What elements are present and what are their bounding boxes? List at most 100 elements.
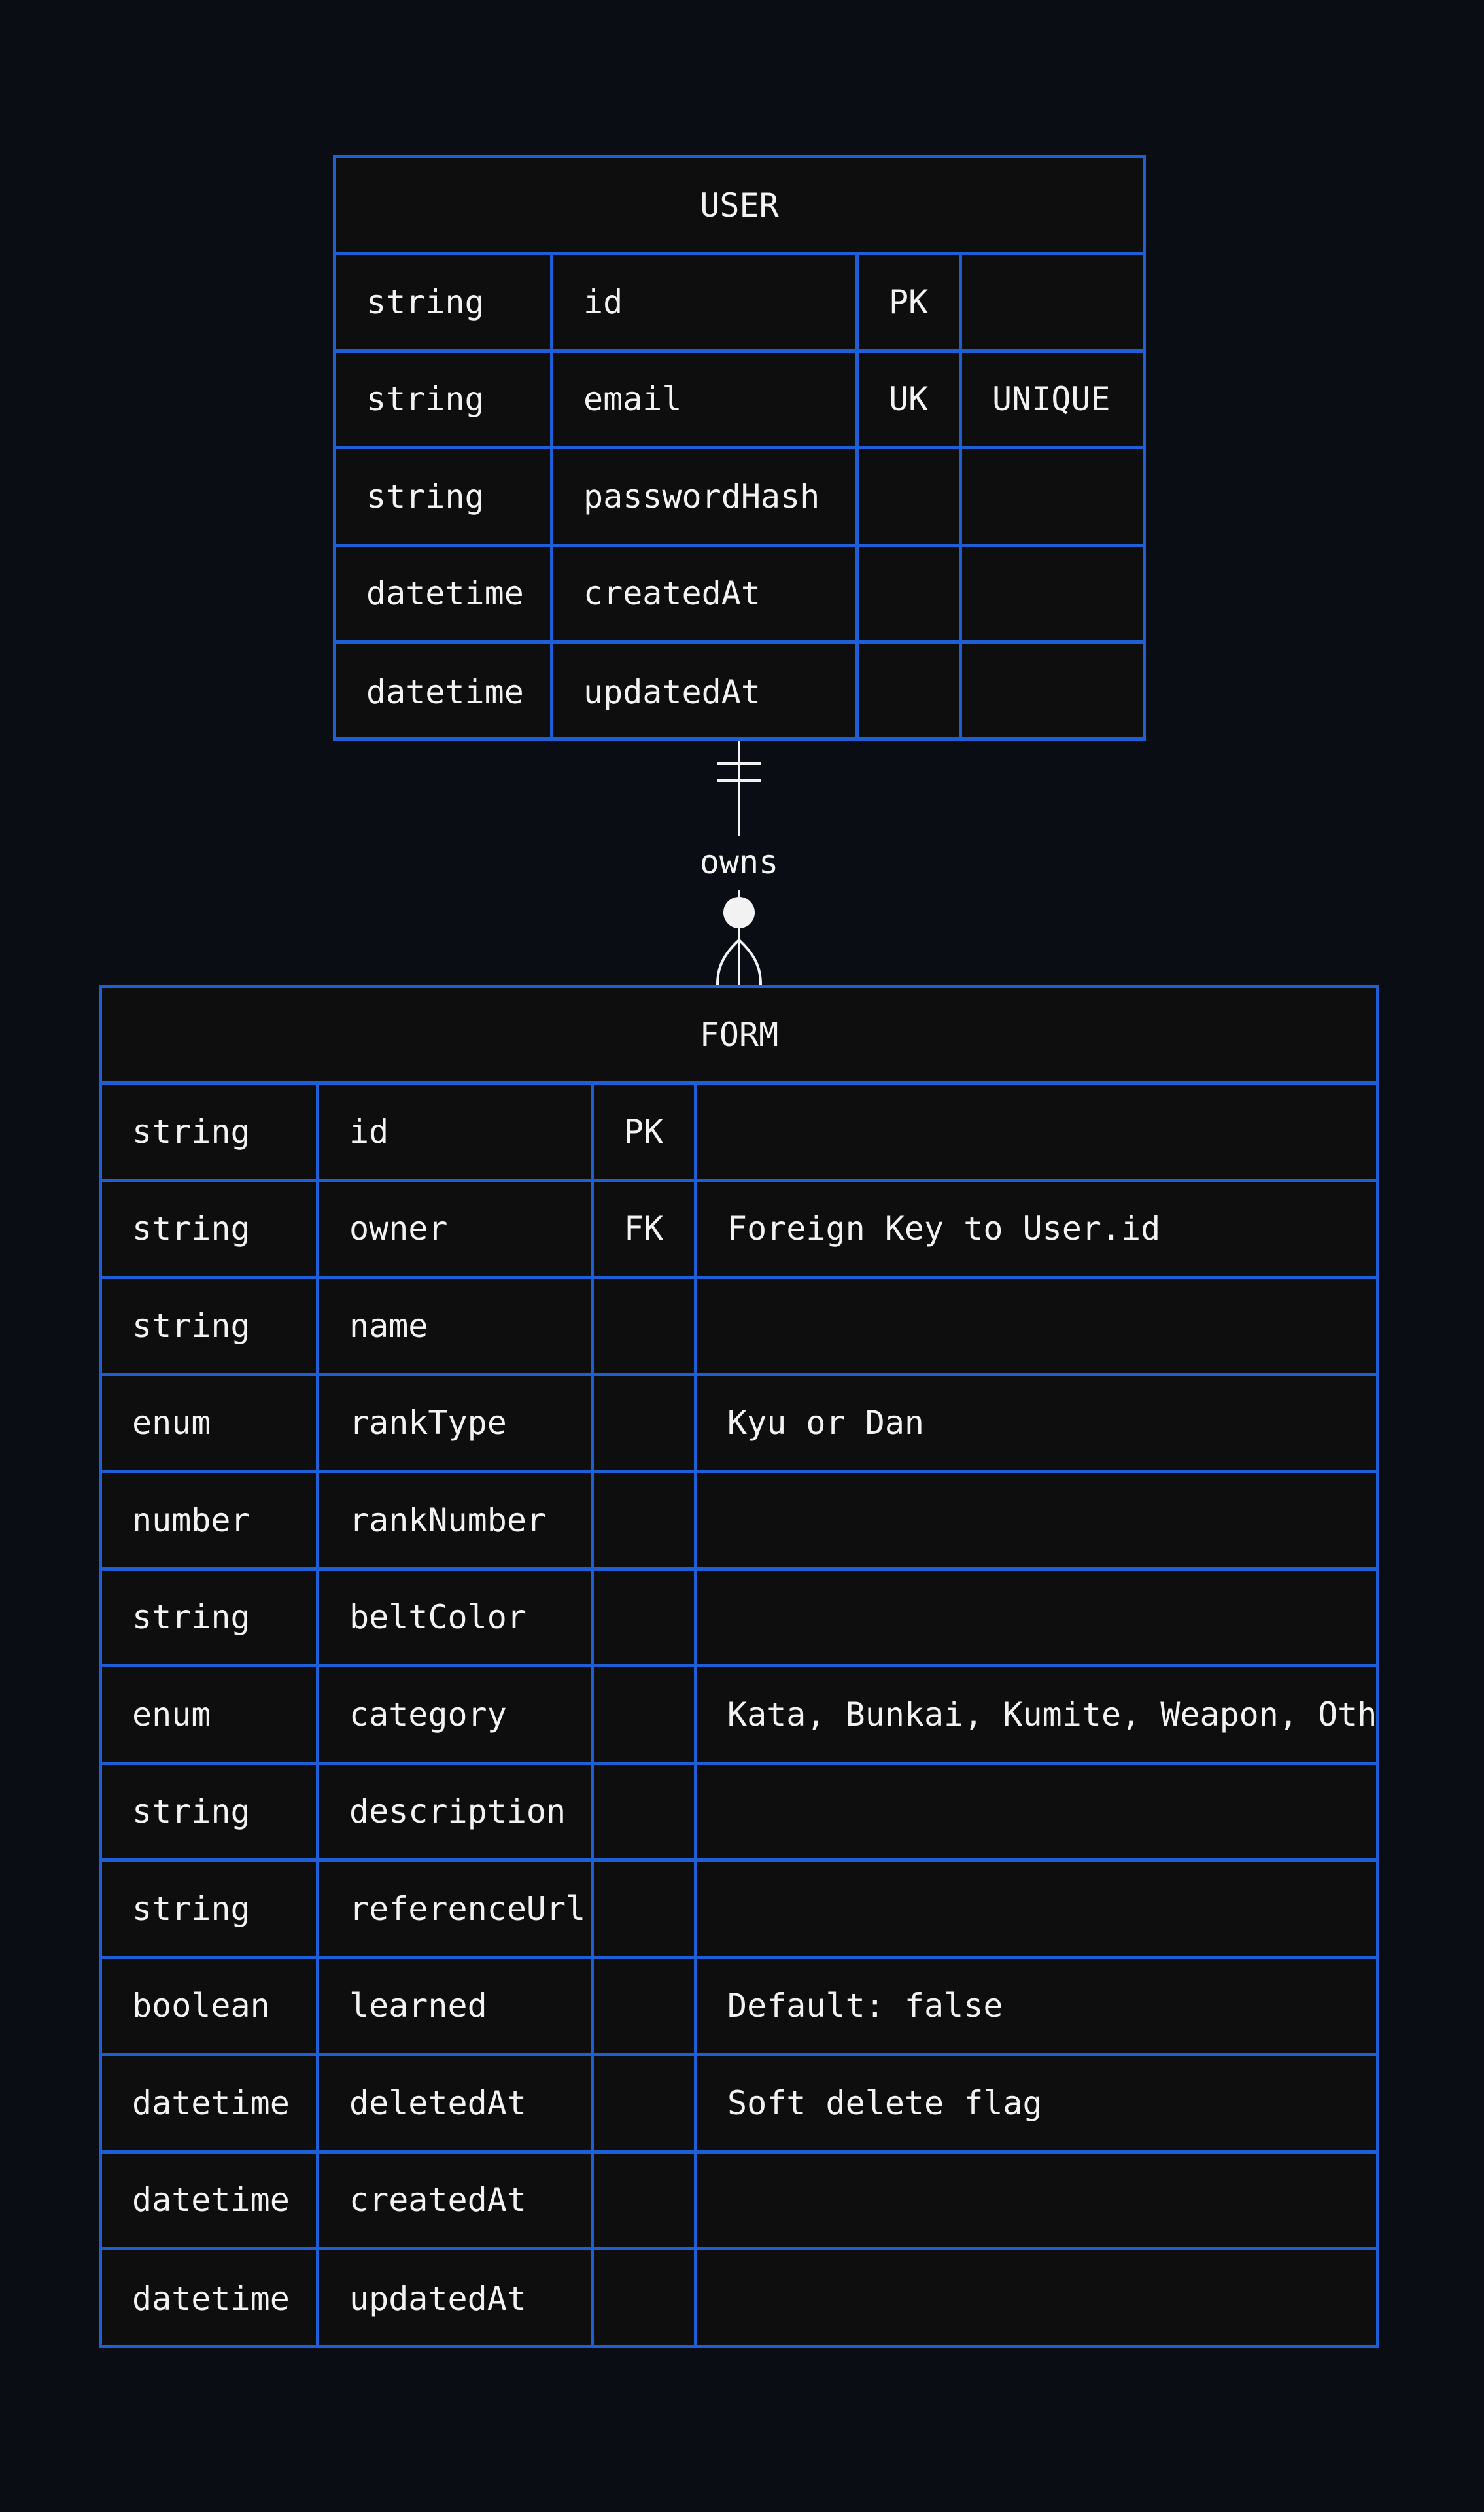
- attribute-key: [594, 2153, 697, 2247]
- attribute-comment: [697, 1765, 1376, 1859]
- exactly-one-marker: [717, 741, 761, 836]
- user-entity-title: USER: [336, 158, 1143, 255]
- attribute-key: [859, 644, 962, 741]
- attribute-type: string: [336, 352, 553, 446]
- table-row: string referenceUrl: [102, 1862, 1376, 1959]
- attribute-key: [594, 1279, 697, 1373]
- attribute-key: [594, 1667, 697, 1762]
- attribute-key: [859, 546, 962, 640]
- attribute-type: string: [102, 1570, 319, 1664]
- zero-or-more-marker: [716, 890, 762, 985]
- crow-foot-right: [738, 939, 762, 985]
- attribute-type: string: [336, 255, 553, 349]
- attribute-comment: [962, 547, 1143, 641]
- table-row: datetime updatedAt: [336, 644, 1143, 741]
- attribute-key: UK: [859, 352, 962, 446]
- attribute-type: number: [102, 1473, 319, 1567]
- attribute-name: name: [319, 1279, 594, 1373]
- table-row: enum category Kata, Bunkai, Kumite, Weap…: [102, 1667, 1376, 1765]
- attribute-comment: [697, 1085, 1376, 1179]
- attribute-type: enum: [102, 1376, 319, 1470]
- attribute-type: boolean: [102, 1959, 319, 2053]
- attribute-name: id: [319, 1085, 594, 1179]
- attribute-comment: [697, 1279, 1376, 1373]
- table-row: string beltColor: [102, 1570, 1376, 1667]
- attribute-name: createdAt: [319, 2153, 594, 2247]
- attribute-comment: [962, 644, 1143, 741]
- table-row: datetime createdAt: [102, 2153, 1376, 2250]
- attribute-comment: [697, 2250, 1376, 2348]
- attribute-type: datetime: [102, 2153, 319, 2247]
- attribute-type: datetime: [102, 2250, 319, 2348]
- attribute-comment: Foreign Key to User.id: [727, 1210, 1161, 1248]
- attribute-type: datetime: [102, 2056, 319, 2150]
- table-row: boolean learned Default: false: [102, 1959, 1376, 2056]
- table-row: number rankNumber: [102, 1473, 1376, 1571]
- attribute-name: passwordHash: [553, 449, 859, 544]
- table-row: string email UK UNIQUE: [336, 352, 1143, 449]
- attribute-key: [594, 1862, 697, 1956]
- attribute-comment: [697, 1862, 1376, 1956]
- attribute-name: updatedAt: [319, 2250, 594, 2348]
- attribute-comment: [697, 2154, 1376, 2248]
- attribute-name: owner: [319, 1181, 594, 1276]
- attribute-comment: Kyu or Dan: [727, 1404, 925, 1442]
- attribute-name: deletedAt: [319, 2056, 594, 2150]
- attribute-comment: [697, 1473, 1376, 1567]
- attribute-name: rankNumber: [319, 1473, 594, 1567]
- attribute-comment: [697, 1571, 1376, 1665]
- attribute-comment: Soft delete flag: [727, 2084, 1043, 2122]
- attribute-key: FK: [594, 1181, 697, 1276]
- relationship-label: owns: [700, 843, 778, 881]
- attribute-type: string: [102, 1085, 319, 1179]
- attribute-type: string: [102, 1181, 319, 1276]
- attribute-type: enum: [102, 1667, 319, 1762]
- attribute-type: string: [102, 1764, 319, 1858]
- attribute-key: [594, 1376, 697, 1470]
- attribute-comment: Kata, Bunkai, Kumite, Weapon, Other: [727, 1695, 1376, 1734]
- attribute-name: createdAt: [553, 546, 859, 640]
- attribute-key: [594, 1570, 697, 1664]
- attribute-comment: Default: false: [727, 1987, 1003, 2025]
- attribute-key: [594, 1959, 697, 2053]
- attribute-comment: UNIQUE: [992, 380, 1111, 419]
- form-entity-title: FORM: [102, 988, 1376, 1085]
- attribute-name: email: [553, 352, 859, 446]
- zero-circle: [723, 897, 755, 928]
- attribute-comment: [962, 449, 1143, 544]
- attribute-key: [594, 1473, 697, 1567]
- attribute-comment: [962, 255, 1143, 349]
- attribute-name: learned: [319, 1959, 594, 2053]
- attribute-name: description: [319, 1764, 594, 1858]
- attribute-name: category: [319, 1667, 594, 1762]
- attribute-name: beltColor: [319, 1570, 594, 1664]
- table-row: datetime deletedAt Soft delete flag: [102, 2056, 1376, 2154]
- attribute-key: PK: [594, 1085, 697, 1179]
- user-entity: USER string id PK string email UK UNIQUE…: [333, 155, 1146, 741]
- attribute-name: rankType: [319, 1376, 594, 1470]
- attribute-name: id: [553, 255, 859, 349]
- table-row: string owner FK Foreign Key to User.id: [102, 1181, 1376, 1279]
- attribute-type: string: [102, 1279, 319, 1373]
- attribute-name: referenceUrl: [319, 1862, 594, 1956]
- attribute-key: [594, 2250, 697, 2348]
- attribute-type: datetime: [336, 546, 553, 640]
- form-entity: FORM string id PK string owner FK Foreig…: [99, 985, 1379, 2348]
- attribute-key: [859, 449, 962, 544]
- table-row: string name: [102, 1279, 1376, 1376]
- attribute-type: datetime: [336, 644, 553, 741]
- attribute-type: string: [102, 1862, 319, 1956]
- attribute-key: [594, 1764, 697, 1858]
- table-row: string id PK: [336, 255, 1143, 353]
- table-row: string description: [102, 1764, 1376, 1862]
- crow-foot-left: [716, 939, 740, 985]
- table-row: enum rankType Kyu or Dan: [102, 1376, 1376, 1473]
- attribute-name: updatedAt: [553, 644, 859, 741]
- table-row: string id PK: [102, 1085, 1376, 1182]
- table-row: datetime createdAt: [336, 546, 1143, 644]
- attribute-key: [594, 2056, 697, 2150]
- table-row: string passwordHash: [336, 449, 1143, 547]
- attribute-key: PK: [859, 255, 962, 349]
- attribute-type: string: [336, 449, 553, 544]
- table-row: datetime updatedAt: [102, 2250, 1376, 2348]
